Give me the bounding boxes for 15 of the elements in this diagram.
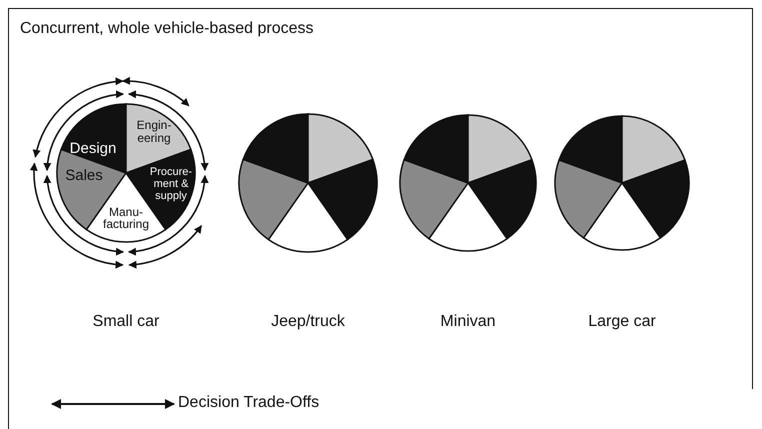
slice-label: Design: [68, 141, 118, 156]
pie-chart: [56, 103, 196, 243]
pie-chart: [238, 113, 378, 253]
slice-label: Engin- eering: [136, 119, 172, 145]
vehicle-label: Small car: [92, 313, 160, 331]
slice-label: Sales: [64, 168, 104, 183]
vehicle-label: Large car: [588, 313, 656, 331]
diagram-title: Concurrent, whole vehicle-based process: [20, 20, 314, 38]
slice-label: Procure- ment & supply: [148, 166, 194, 202]
pie-chart: [399, 114, 537, 252]
vehicle-label: Jeep/truck: [271, 313, 345, 331]
vehicle-label: Minivan: [440, 313, 496, 331]
legend-label: Decision Trade-Offs: [178, 394, 320, 412]
pie-chart: [554, 115, 690, 251]
slice-label: Manu- facturing: [102, 206, 150, 230]
